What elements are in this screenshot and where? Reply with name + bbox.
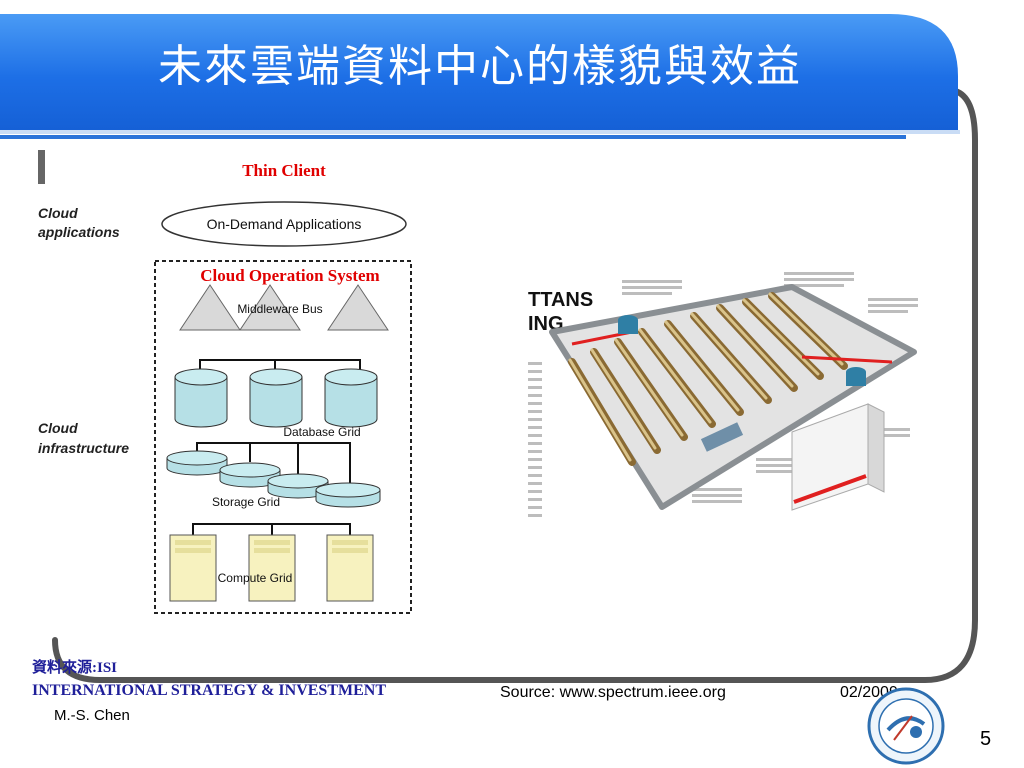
storage-disk <box>166 450 228 476</box>
middleware-label: Middleware Bus <box>237 302 322 316</box>
page-number: 5 <box>980 728 992 750</box>
source-label: 資料來源:ISI <box>32 660 118 676</box>
database-cylinder <box>174 368 228 428</box>
middleware-triangle <box>239 284 301 331</box>
cloud-applications-label-1: Cloud <box>38 205 78 221</box>
thin-client-label: Thin Client <box>242 161 326 180</box>
slide-title: 未來雲端資料中心的樣貌與效益 <box>158 41 802 92</box>
university-seal-icon <box>867 687 945 765</box>
source-organization: INTERNATIONAL STRATEGY & INVESTMENT <box>32 682 386 699</box>
server-tower <box>326 534 374 602</box>
title-banner <box>0 14 960 139</box>
storage-disk <box>219 462 281 488</box>
on-demand-ellipse <box>161 201 407 247</box>
server-tower <box>169 534 217 602</box>
database-cylinder <box>249 368 303 428</box>
source-url: Source: www.spectrum.ieee.org <box>500 684 726 701</box>
on-demand-label: On-Demand Applications <box>207 216 362 232</box>
storage-disk <box>315 482 381 508</box>
cloud-os-boundary <box>154 260 412 614</box>
database-cylinder <box>324 368 378 428</box>
cloud-os-label: Cloud Operation System <box>200 266 379 285</box>
storage-disk <box>267 473 329 499</box>
server-tower <box>248 534 296 602</box>
compute-grid-label: Compute Grid <box>218 571 293 585</box>
cloud-architecture-diagram: Thin Client Cloud applications On-Demand… <box>38 161 412 614</box>
middleware-triangle <box>327 284 389 331</box>
author-name: M.-S. Chen <box>54 707 130 724</box>
data-center-illustration: TTANS ING <box>522 262 922 532</box>
illustration-headline: TTANS <box>528 289 593 311</box>
cloud-infrastructure-label-2: infrastructure <box>38 440 129 456</box>
storage-grid-label: Storage Grid <box>212 495 280 509</box>
cloud-infrastructure-label-1: Cloud <box>38 420 78 436</box>
cloud-applications-label-2: applications <box>38 224 120 240</box>
database-grid-label: Database Grid <box>283 425 360 439</box>
middleware-triangle <box>179 284 241 331</box>
